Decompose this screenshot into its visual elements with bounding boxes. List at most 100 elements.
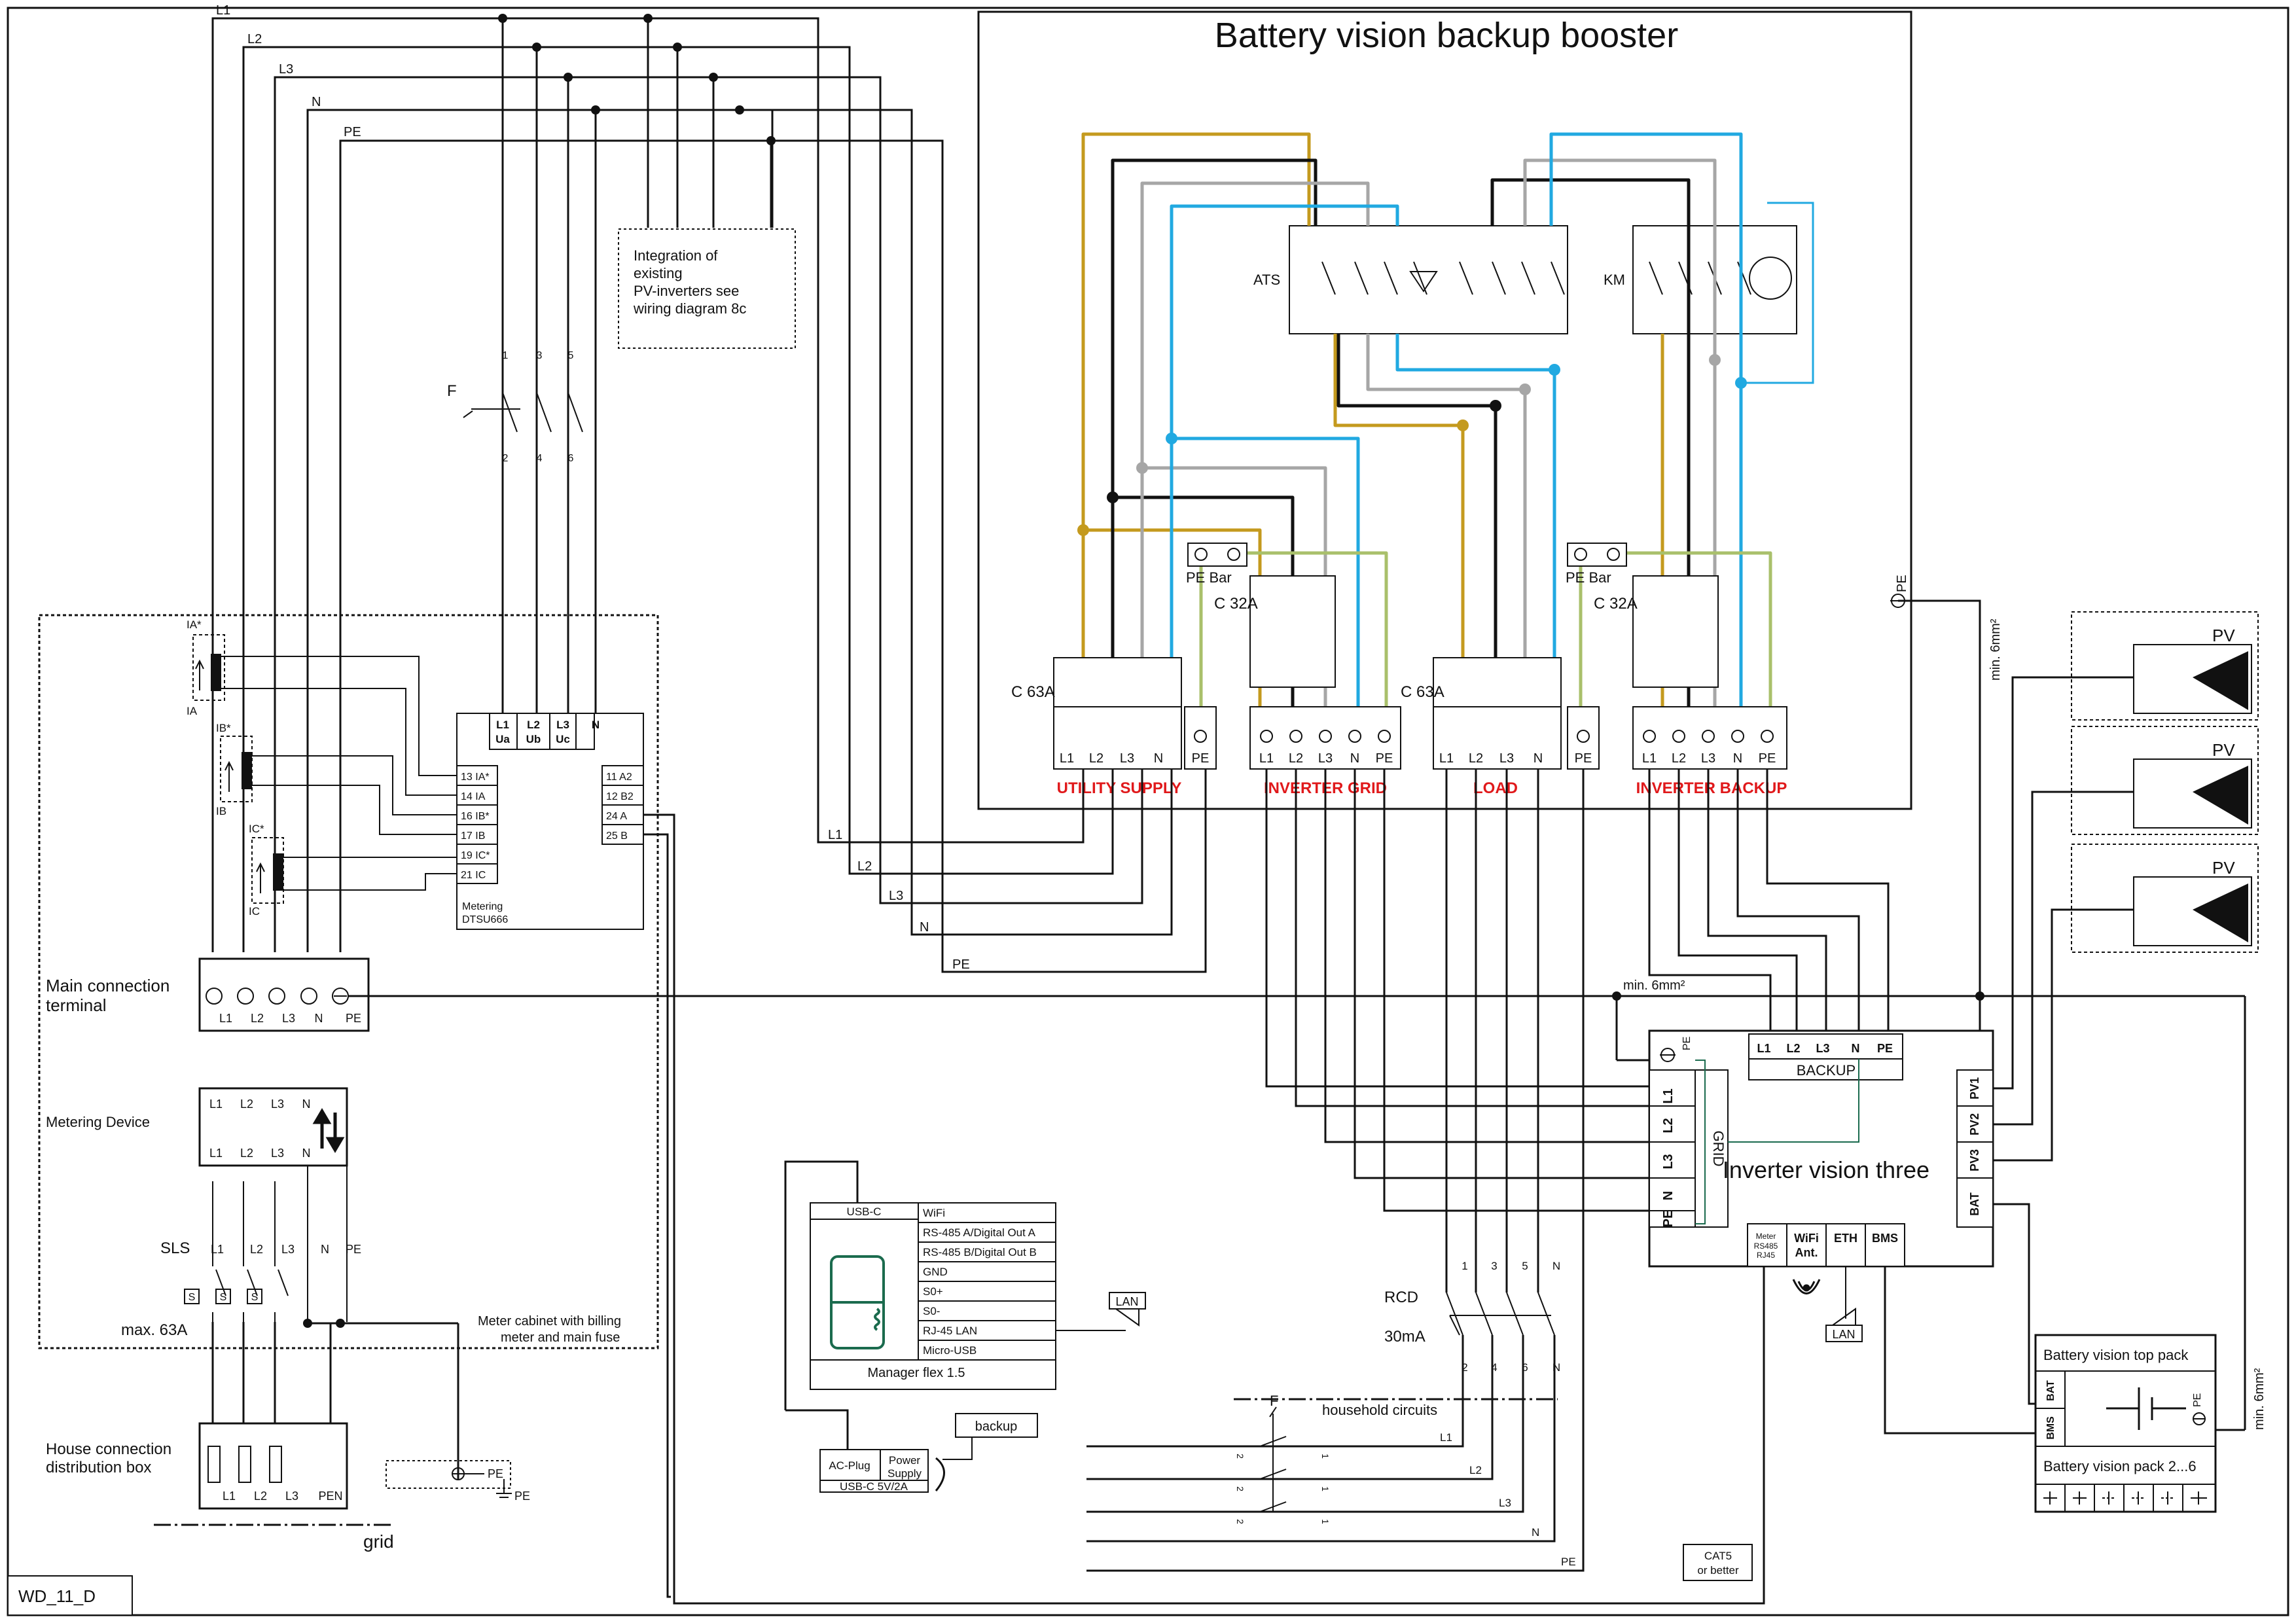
- meter-term-12: 12 B2: [606, 791, 634, 802]
- household-breaker: [1259, 1406, 1287, 1512]
- booster-frame: [977, 10, 1912, 810]
- battery-pack-label: Battery vision pack 2...6: [2043, 1458, 2197, 1474]
- pe-bar-label-right: PE Bar: [1566, 569, 1611, 586]
- rcd-rating: 30mA: [1384, 1328, 1426, 1346]
- inv-backup-pe: PE: [1877, 1042, 1893, 1055]
- meter-top-ub: Ub: [526, 733, 541, 745]
- inv-pv1: PV1: [1968, 1077, 1981, 1099]
- feed-label-pe: PE: [344, 125, 361, 139]
- feed-label-l2: L2: [247, 32, 262, 46]
- invbackup-term-pe: PE: [1759, 751, 1776, 766]
- cabinet-note-2: meter and main fuse: [501, 1330, 620, 1345]
- manager-backup: backup: [975, 1419, 1018, 1434]
- utility-feed-label-l1: L1: [828, 828, 842, 842]
- breaker-c32-grid-label: C 32A: [1214, 595, 1258, 613]
- earth-pe-2: PE: [514, 1489, 530, 1503]
- inv-pv3: PV3: [1968, 1149, 1981, 1171]
- load-term-l3: L3: [1499, 751, 1514, 766]
- utility-feed-label-n: N: [920, 920, 929, 935]
- feed-lines: [211, 17, 1207, 973]
- manager-port-microusb: Micro-USB: [923, 1344, 977, 1357]
- utility-term-l2: L2: [1089, 751, 1103, 766]
- group-utility-supply: UTILITY SUPPLY: [1057, 779, 1182, 797]
- utility-feed-label-pe: PE: [952, 957, 970, 972]
- inv-backup-label: BACKUP: [1797, 1062, 1856, 1079]
- manager-port-gnd: GND: [923, 1266, 948, 1278]
- rcd-pin-3: 3: [1491, 1260, 1497, 1272]
- fuse-f-pin-5: 5: [568, 350, 574, 361]
- load-term-n: N: [1534, 751, 1543, 766]
- breaker-c63-utility-label: C 63A: [1011, 683, 1055, 701]
- manager-flex: USB-C WiFi RS-485 A/Digital Out A RS-485…: [784, 1160, 1146, 1493]
- doc-id-box: [7, 1575, 133, 1616]
- household-l1: L1: [1440, 1431, 1452, 1444]
- ct-ib: IB: [216, 805, 226, 817]
- mct-l3: L3: [282, 1012, 295, 1025]
- sls-s-1: S: [188, 1292, 196, 1303]
- meter-top-n: N: [592, 719, 600, 731]
- inv-meter-1: Meter: [1756, 1232, 1776, 1241]
- ct-ic-star: IC*: [249, 823, 264, 835]
- meter-top-uc: Uc: [556, 733, 570, 745]
- fuse-f-pin-2: 2: [503, 453, 509, 464]
- integration-note-line-4: wiring diagram 8c: [633, 300, 746, 317]
- utility-term-n: N: [1154, 751, 1163, 766]
- inv-backup-l1: L1: [1757, 1042, 1770, 1055]
- household-pe: PE: [1561, 1556, 1576, 1568]
- inv-wifi-1: WiFi: [1794, 1232, 1819, 1245]
- feed-label-l1: L1: [216, 3, 230, 18]
- battery-pe-label: PE: [2192, 1393, 2203, 1407]
- junction-dots: [1077, 354, 1747, 536]
- manager-port-s0minus: S0-: [923, 1305, 940, 1317]
- meter-term-16: 16 IB*: [461, 811, 490, 822]
- cat5-line-1: CAT5: [1704, 1550, 1732, 1562]
- integration-note-line-3: PV-inverters see: [634, 283, 739, 299]
- battery-bms-port: BMS: [2045, 1416, 2056, 1440]
- inv-meter-2: RS485: [1754, 1241, 1778, 1251]
- rcd-pin-4: 4: [1491, 1361, 1497, 1374]
- inverter-vision-three: L1 L2 L3 N PE BACKUP L1 L2 L3 N PE GRID …: [1617, 1029, 1994, 1342]
- utility-term-pe: PE: [1192, 751, 1210, 766]
- breaker-c63-load-label: C 63A: [1401, 683, 1444, 701]
- rs485-line: [643, 813, 1765, 1605]
- km-coil-wire: [1741, 202, 1814, 384]
- pv-3-label: PV: [2212, 858, 2235, 878]
- invbackup-term-l2: L2: [1672, 751, 1686, 766]
- wifi-antenna-icon: [1792, 1279, 1821, 1294]
- sls-label: SLS: [160, 1240, 190, 1257]
- utility-term-l1: L1: [1060, 751, 1074, 766]
- backup-booster: Battery vision backup booster ATS KM: [977, 10, 1912, 810]
- inv-backup-l2: L2: [1786, 1042, 1800, 1055]
- booster-title: Battery vision backup booster: [1215, 16, 1678, 55]
- ct-ib-star: IB*: [216, 722, 231, 734]
- breaker-c32-backup-label: C 32A: [1594, 595, 1638, 613]
- meter-term-17: 17 IB: [461, 830, 485, 842]
- manager-port-rs485b: RS-485 B/Digital Out B: [923, 1246, 1037, 1258]
- fuse-f-pin-1: 1: [503, 350, 509, 361]
- hcb-l2: L2: [254, 1489, 267, 1503]
- group-inverter-backup: INVERTER BACKUP: [1636, 779, 1787, 797]
- household-pin-left-3: 2: [1235, 1519, 1246, 1524]
- grid-label: grid: [363, 1531, 394, 1552]
- battery-vision-pack: Battery vision top pack BAT BMS PE Batte…: [2034, 1334, 2217, 1513]
- pv-1-label: PV: [2212, 626, 2235, 645]
- fuse-f-pin-3: 3: [537, 350, 543, 361]
- feed-junctions: [498, 14, 776, 145]
- inv-eth: ETH: [1834, 1232, 1857, 1245]
- household-n: N: [1532, 1526, 1539, 1539]
- meter-top-l2: L2: [527, 719, 540, 731]
- inv-grid-label: GRID: [1710, 1131, 1727, 1167]
- manager-usbc-5v: USB-C 5V/2A: [840, 1480, 908, 1493]
- inv-grid-pe: PE: [1661, 1210, 1676, 1228]
- inv-backup-l3: L3: [1816, 1042, 1829, 1055]
- km-label: KM: [1604, 272, 1625, 288]
- pv-panels: PV PV PV: [2071, 611, 2259, 953]
- invgrid-term-n: N: [1350, 751, 1359, 766]
- min6-battery: min. 6mm²: [2252, 1368, 2267, 1430]
- household-pin-right-1: 1: [1320, 1454, 1331, 1459]
- integration-note: Integration of existing PV-inverters see…: [618, 228, 796, 349]
- rcd-switch: 1 3 5 N 2 4 6 N RCD 30mA: [1086, 1260, 1560, 1543]
- load-term-l2: L2: [1469, 751, 1483, 766]
- integration-note-line-1: Integration of: [634, 247, 718, 264]
- manager-power-1: Power: [889, 1454, 921, 1467]
